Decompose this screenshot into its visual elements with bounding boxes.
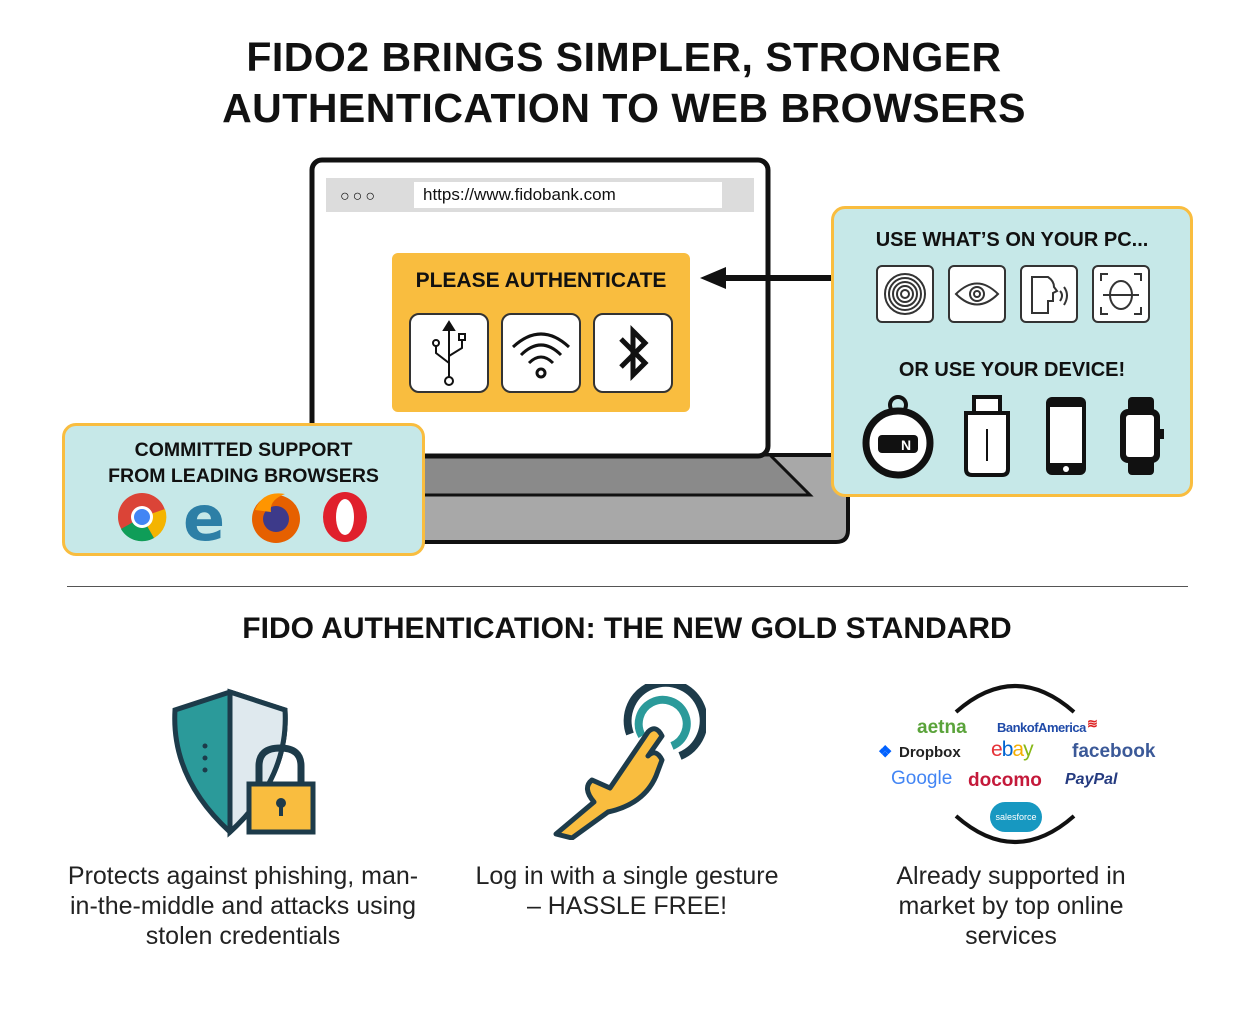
tap-gesture-icon (553, 684, 706, 840)
title-line-1: FIDO2 BRINGS SIMPLER, STRONGER (246, 34, 1002, 80)
auth-box: PLEASE AUTHENTICATE (392, 253, 690, 412)
voice-icon[interactable] (1020, 265, 1078, 323)
paypal-logo: PayPal (1065, 771, 1118, 788)
browsers-line-1: COMMITTED SUPPORT (134, 439, 353, 461)
google-logo: Google (891, 768, 953, 789)
browsers-line-2: FROM LEADING BROWSERS (108, 465, 379, 487)
column-text-protects: Protects against phishing, man-in-the-mi… (67, 862, 419, 950)
chrome-icon (118, 493, 167, 542)
section-title: FIDO AUTHENTICATION: THE NEW GOLD STANDA… (242, 612, 1012, 645)
dropbox-logo: Dropbox (899, 744, 961, 761)
title-line-2: AUTHENTICATION TO WEB BROWSERS (222, 85, 1026, 131)
usb-icon[interactable] (409, 313, 489, 393)
salesforce-logo: salesforce (990, 802, 1042, 832)
column-text-login: Log in with a single gesture – HASSLE FR… (475, 862, 779, 920)
phone-icon[interactable] (1044, 395, 1088, 477)
docomo-logo: docomo (968, 770, 1042, 791)
bofa-flag-icon: ≋ (1087, 716, 1098, 731)
facebook-logo: facebook (1072, 741, 1156, 762)
fingerprint-icon[interactable] (876, 265, 934, 323)
ebay-logo: ebay (991, 738, 1034, 761)
wifi-icon[interactable] (501, 313, 581, 393)
arrow-icon (700, 267, 832, 289)
eye-icon[interactable] (948, 265, 1006, 323)
aetna-logo: aetna (917, 717, 967, 738)
dropbox-icon: ❖ (878, 744, 893, 761)
pc-heading: USE WHAT’S ON YOUR PC... (875, 229, 1149, 251)
browsers-panel: COMMITTED SUPPORT FROM LEADING BROWSERS … (62, 423, 425, 556)
device-heading: OR USE YOUR DEVICE! (898, 359, 1126, 381)
window-controls[interactable]: ○○○ (340, 188, 378, 205)
firefox-icon (252, 493, 300, 543)
shield-lock-icon (172, 688, 316, 838)
nfc-ble-key-icon[interactable]: N (860, 395, 936, 481)
bluetooth-icon[interactable] (593, 313, 673, 393)
pc-panel: USE WHAT’S ON YOUR PC... OR USE YOUR DEV… (831, 206, 1193, 497)
url-bar[interactable]: https://www.fidobank.com (414, 182, 722, 208)
logo-circle (954, 684, 1076, 844)
column-text-supported: Already supported in market by top onlin… (896, 862, 1126, 950)
auth-label: PLEASE AUTHENTICATE (415, 269, 667, 292)
divider (67, 586, 1188, 587)
face-icon[interactable] (1092, 265, 1150, 323)
watch-icon[interactable] (1118, 395, 1166, 477)
nfc-key-text: N (901, 437, 911, 453)
bofa-logo: BankofAmerica (997, 720, 1086, 735)
edge-icon: e (183, 482, 226, 555)
usb-key-icon[interactable] (962, 395, 1012, 477)
opera-icon (323, 492, 367, 542)
